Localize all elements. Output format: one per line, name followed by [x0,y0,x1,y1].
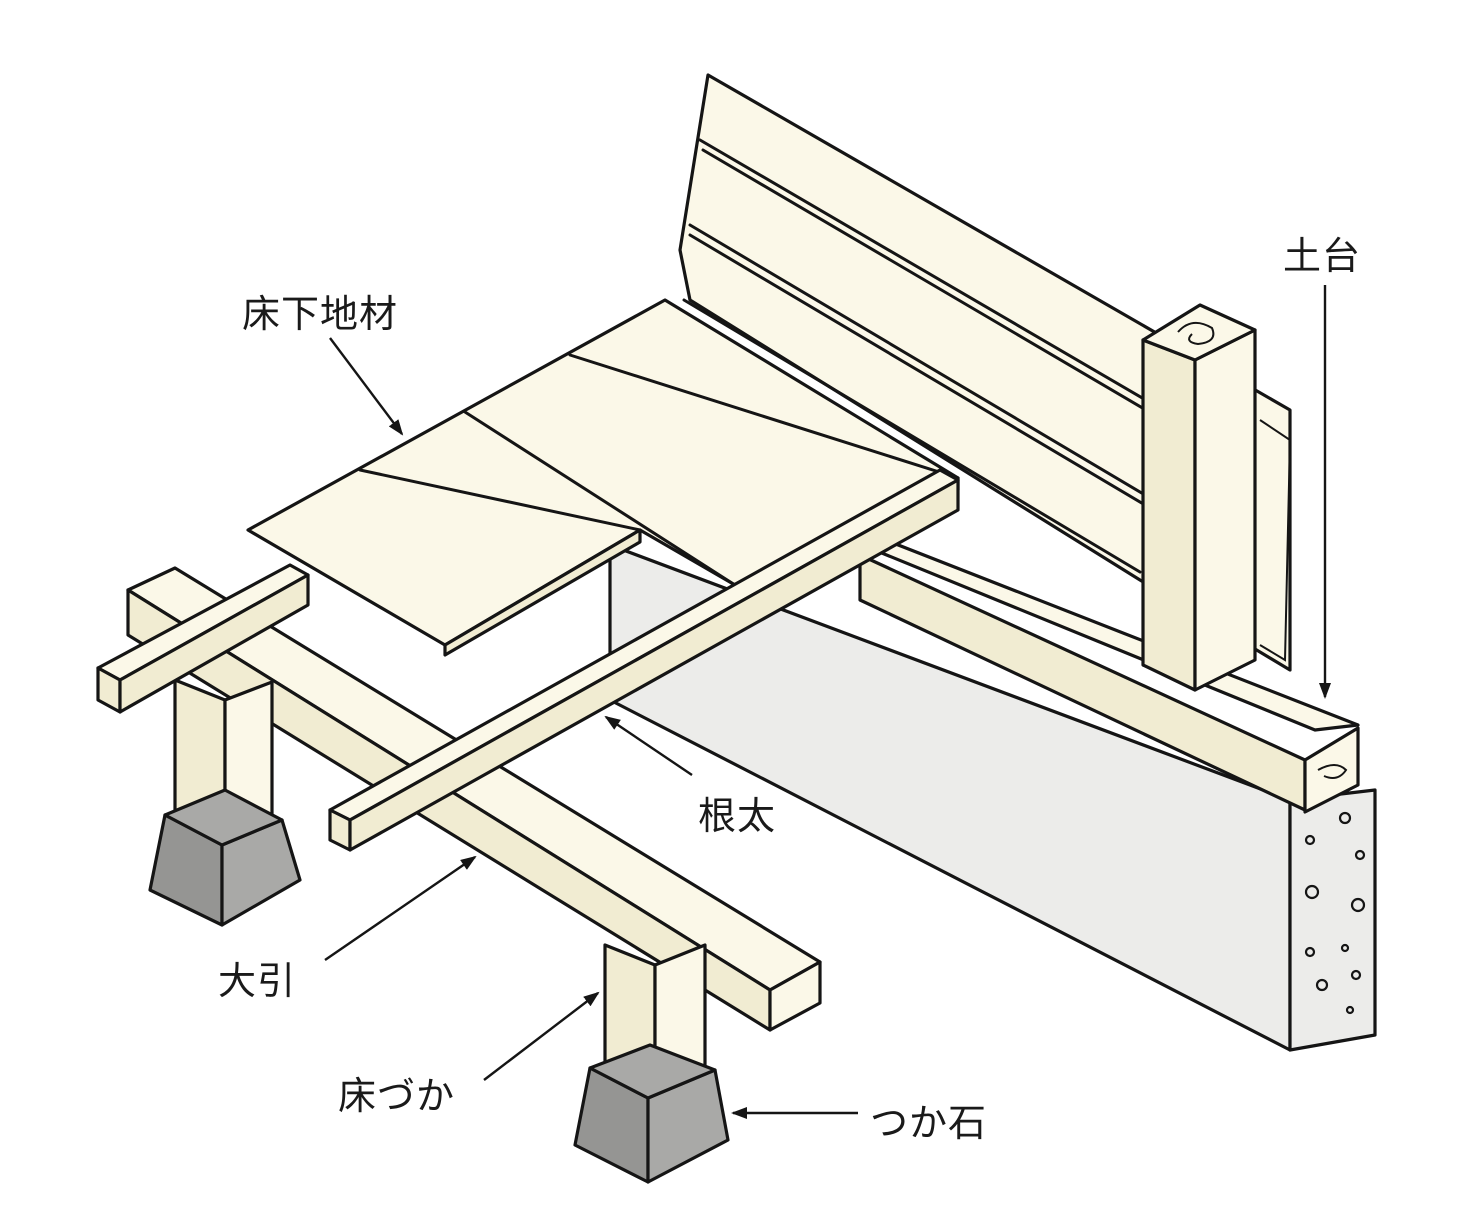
arrow-floor-post [483,991,600,1081]
label-subfloor: 床下地材 [242,292,399,336]
joist-right [328,468,960,852]
concrete-foundation [608,543,1377,1052]
label-beam: 大引 [218,959,297,1003]
label-floor-post: 床づか [338,1074,456,1118]
post-stone-right [573,1043,730,1184]
sill-beam [848,528,1360,814]
joist-left [96,563,310,714]
post-stone-left [148,788,302,927]
label-joist: 根太 [698,794,777,838]
arrow-subfloor [329,337,404,436]
arrow-beam [324,855,477,961]
arrow-joist [604,715,693,776]
leader-arrows [324,285,1331,1119]
label-sill: 土台 [1283,234,1362,278]
label-post-stone: つか石 [870,1101,988,1145]
wall-post [1141,303,1257,692]
wall-siding [678,73,1292,672]
